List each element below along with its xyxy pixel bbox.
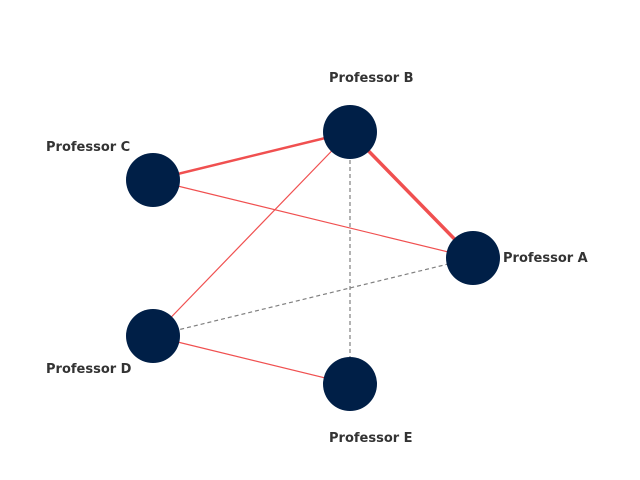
label-professor-e: Professor E	[329, 431, 413, 446]
label-professor-d: Professor D	[46, 362, 132, 377]
edge-d-b	[152, 131, 351, 337]
node-professor-a	[446, 231, 500, 285]
nodes-layer	[126, 105, 500, 411]
node-professor-d	[126, 309, 180, 363]
node-professor-c	[126, 153, 180, 207]
label-professor-b: Professor B	[329, 71, 414, 86]
node-professor-b	[323, 105, 377, 159]
edge-c-b	[152, 130, 351, 182]
label-professor-c: Professor C	[46, 140, 130, 155]
labels-layer: Professor A Professor B Professor C Profess…	[46, 71, 588, 446]
edge-b-a	[348, 130, 475, 260]
edges-layer	[152, 130, 475, 385]
edge-d-a	[152, 257, 474, 337]
label-professor-a: Professor A	[503, 251, 588, 266]
edge-c-a	[152, 179, 474, 259]
edge-d-e	[152, 335, 351, 385]
node-professor-e	[323, 357, 377, 411]
